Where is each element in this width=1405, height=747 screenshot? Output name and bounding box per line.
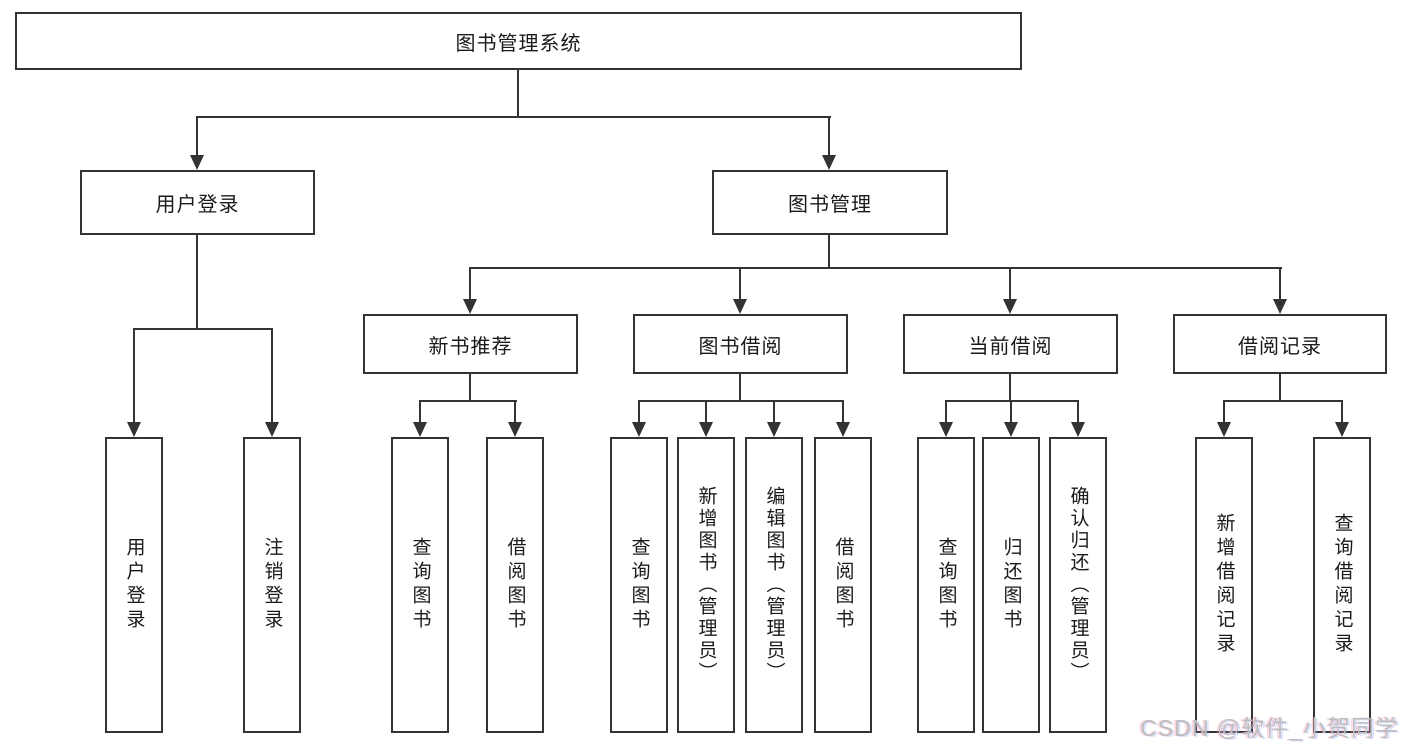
leaf-query-books-newrec: 查询图书 [391,437,449,733]
arrowhead-down [1003,299,1017,314]
arrowhead-down [508,422,522,437]
leaf-label: 编辑图书（管理员） [763,486,785,684]
connector-line [469,267,1282,269]
arrowhead-down [463,299,477,314]
leaf-borrow-books-borrow: 借阅图书 [814,437,872,733]
node-label: 图书管理 [788,194,872,216]
connector-line [1009,267,1011,300]
node-label: 借阅记录 [1238,335,1322,358]
connector-line [705,400,707,423]
leaf-user-login: 用户登录 [105,437,163,733]
connector-line [1223,400,1343,402]
connector-line [945,400,1079,402]
node-label: 图书借阅 [698,335,783,358]
connector-line [1009,374,1011,402]
connector-line [469,374,471,402]
arrowhead-down [1273,299,1287,314]
leaf-label: 查询图书 [935,537,957,633]
arrowhead-down [699,422,713,437]
arrowhead-down [413,422,427,437]
leaf-borrow-books-newrec: 借阅图书 [486,437,544,733]
node-root-system: 图书管理系统 [15,12,1022,70]
leaf-label: 查询借阅记录 [1331,513,1353,657]
node-book-borrowing: 图书借阅 [633,314,848,374]
connector-line [739,267,741,300]
arrowhead-down [767,422,781,437]
leaf-confirm-return-admin: 确认归还（管理员） [1049,437,1107,733]
arrowhead-down [1071,422,1085,437]
arrowhead-down [632,422,646,437]
leaf-query-books-borrow: 查询图书 [610,437,668,733]
connector-line [133,328,273,330]
leaf-label: 注销登录 [261,537,283,633]
leaf-label: 借阅图书 [504,537,526,633]
arrowhead-down [1004,422,1018,437]
connector-line [196,116,831,118]
node-user-login: 用户登录 [80,170,315,235]
node-borrowing-records: 借阅记录 [1173,314,1387,374]
arrowhead-down [190,155,204,170]
leaf-return-books: 归还图书 [982,437,1040,733]
node-label: 当前借阅 [968,335,1053,358]
connector-line [514,400,516,423]
connector-line [1279,374,1281,402]
leaf-query-books-current: 查询图书 [917,437,975,733]
arrowhead-down [822,155,836,170]
connector-line [1077,400,1079,423]
arrowhead-down [127,422,141,437]
watermark: CSDN @软件_小贺同学 [1140,715,1399,741]
node-label: 新书推荐 [428,335,513,358]
leaf-logout: 注销登录 [243,437,301,733]
arrowhead-down [836,422,850,437]
connector-line [638,400,640,423]
connector-line [196,116,198,156]
connector-line [739,374,741,402]
node-new-book-recommend: 新书推荐 [363,314,578,374]
connector-line [945,400,947,423]
connector-line [469,267,471,300]
connector-line [773,400,775,423]
leaf-query-borrow-record: 查询借阅记录 [1313,437,1371,733]
node-book-management: 图书管理 [712,170,948,235]
connector-line [1223,400,1225,423]
arrowhead-down [1335,422,1349,437]
connector-line [842,400,844,423]
connector-line [1341,400,1343,423]
leaf-label: 新增借阅记录 [1213,513,1235,657]
leaf-edit-books-admin: 编辑图书（管理员） [745,437,803,733]
leaf-add-borrow-record: 新增借阅记录 [1195,437,1253,733]
connector-line [1279,267,1281,300]
leaf-label: 确认归还（管理员） [1067,486,1089,684]
arrowhead-down [1217,422,1231,437]
node-label: 用户登录 [155,194,240,216]
leaf-label: 新增图书（管理员） [695,486,717,684]
leaf-add-books-admin: 新增图书（管理员） [677,437,735,733]
connector-line [196,235,198,330]
connector-line [271,328,273,423]
leaf-label: 借阅图书 [832,537,854,633]
arrowhead-down [939,422,953,437]
connector-line [517,70,519,118]
leaf-label: 用户登录 [123,537,145,633]
arrowhead-down [733,299,747,314]
leaf-label: 归还图书 [1000,537,1022,633]
connector-line [419,400,517,402]
connector-line [638,400,844,402]
leaf-label: 查询图书 [628,537,650,633]
node-current-borrowing: 当前借阅 [903,314,1118,374]
connector-line [828,116,830,156]
leaf-label: 查询图书 [409,537,431,633]
connector-line [1010,400,1012,423]
connector-line [419,400,421,423]
connector-line [133,328,135,423]
node-label: 图书管理系统 [455,32,582,55]
connector-line [828,235,830,269]
arrowhead-down [265,422,279,437]
